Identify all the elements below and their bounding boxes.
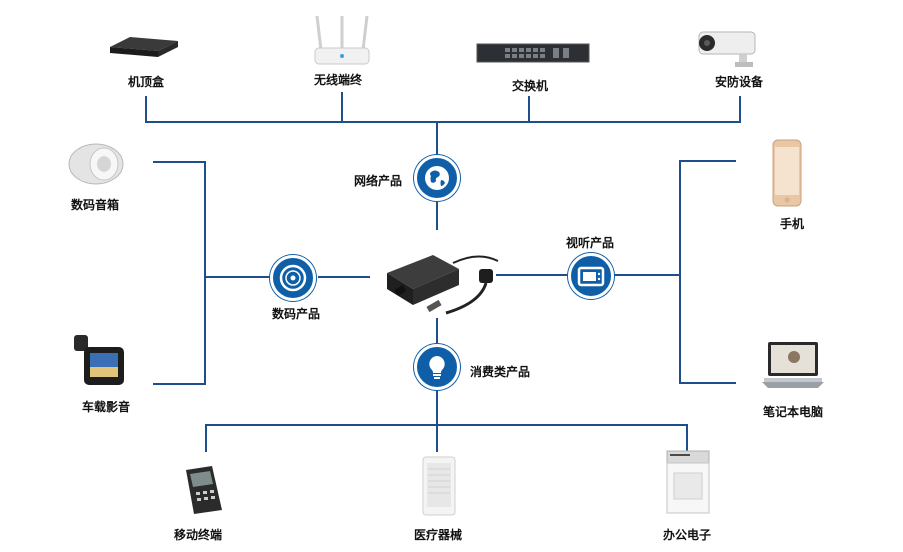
consumer-products-label: 消费类产品 — [469, 365, 531, 379]
pos-terminal-image — [176, 464, 228, 520]
globe-icon — [425, 166, 449, 190]
network-products-label: 网络产品 — [353, 174, 403, 188]
laptop-image — [760, 340, 826, 394]
car-media-label: 车载影音 — [81, 400, 131, 414]
network-switch-image — [475, 38, 591, 72]
wireless-router-image — [313, 14, 371, 72]
office-electronics-label: 办公电子 — [662, 528, 712, 542]
digital-speaker-image — [66, 142, 126, 190]
audio-video-products-label: 视听产品 — [565, 236, 615, 250]
air-purifier-image — [419, 455, 459, 521]
set-top-box-image — [108, 33, 180, 63]
digital-products-hub — [270, 255, 316, 301]
consumer-products-hub — [414, 344, 460, 390]
audio-video-products-hub — [568, 253, 614, 299]
security-device-label: 安防设备 — [714, 75, 764, 89]
digital-products-label: 数码产品 — [271, 307, 321, 321]
medical-device-label: 医疗器械 — [413, 528, 463, 542]
wireless-terminal-label: 无线端终 — [313, 73, 363, 87]
set-top-box-label: 机顶盒 — [127, 75, 165, 89]
mobile-terminal-label: 移动终端 — [173, 528, 223, 542]
car-media-image — [70, 333, 128, 393]
paper-shredder-image — [664, 449, 712, 519]
security-camera-image — [693, 26, 765, 72]
power-adapter-image — [383, 243, 503, 327]
tv-icon — [577, 266, 605, 287]
digital-speaker-label: 数码音箱 — [70, 198, 120, 212]
switch-label: 交换机 — [511, 79, 549, 93]
laptop-label: 笔记本电脑 — [762, 405, 824, 419]
mobile-phone-image — [772, 139, 802, 211]
disc-icon — [279, 264, 307, 292]
phone-label: 手机 — [779, 217, 805, 231]
lightbulb-icon — [429, 356, 445, 379]
network-products-hub — [414, 155, 460, 201]
